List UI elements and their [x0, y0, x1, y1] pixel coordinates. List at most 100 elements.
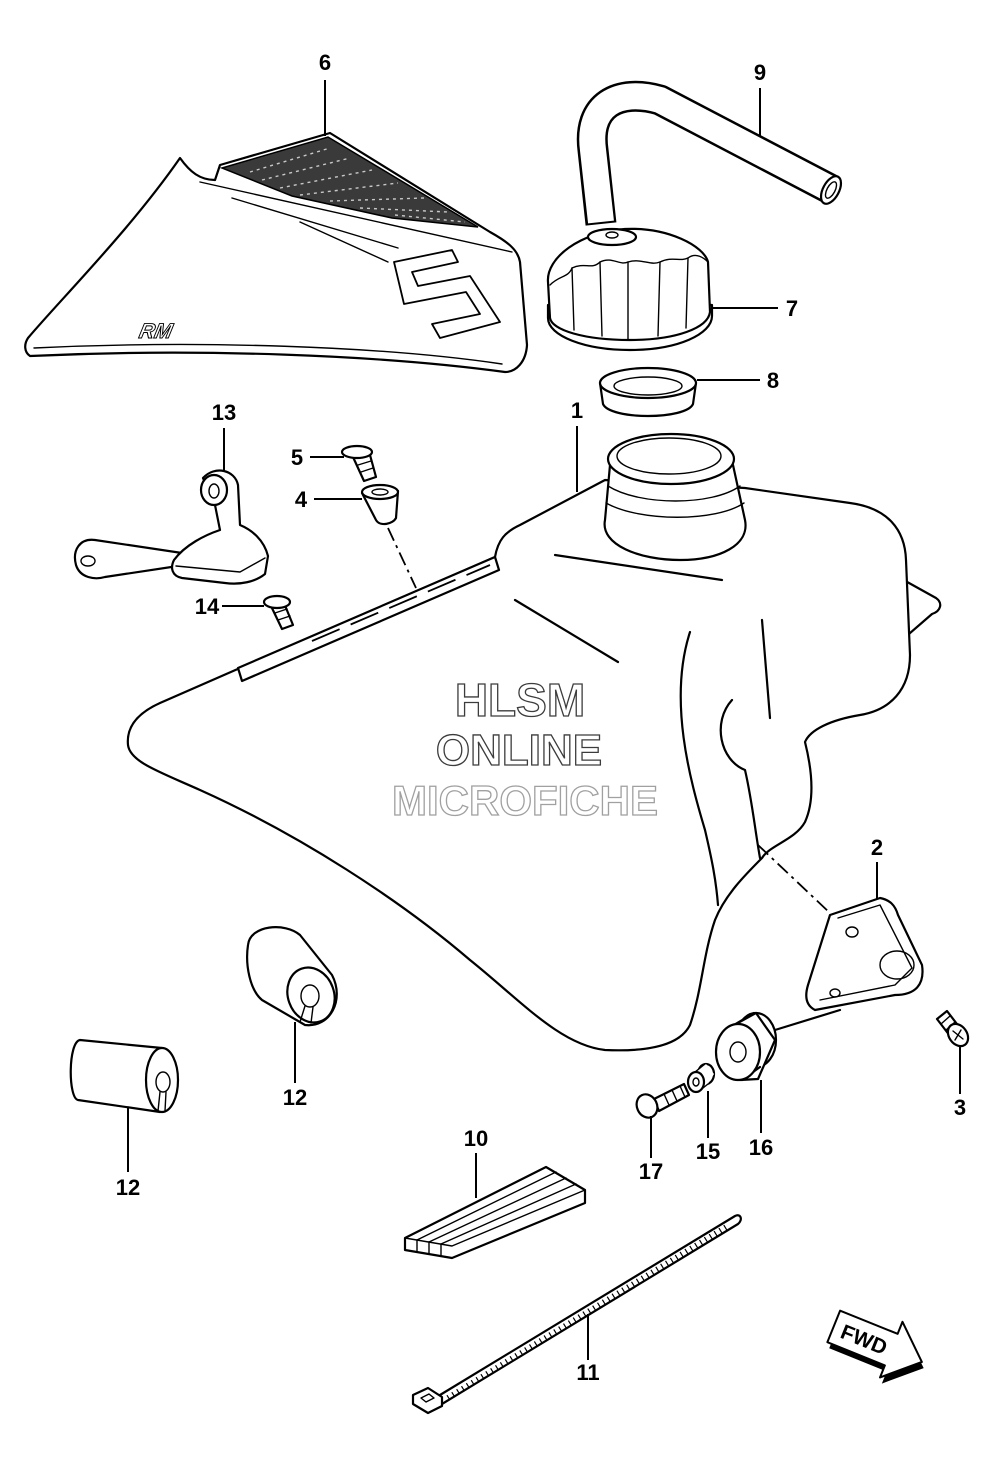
pad-grooves — [416, 1171, 577, 1245]
bolt-17-shank — [652, 1082, 691, 1113]
callout-12-lower: 12 — [116, 1175, 140, 1200]
decal-edge-line — [33, 343, 503, 365]
fwd-arrow: FWD — [826, 1309, 924, 1384]
callout-16: 16 — [749, 1135, 773, 1160]
gasket-top — [598, 366, 698, 400]
bolt-17-thread — [663, 1085, 686, 1106]
collar-15-front — [686, 1070, 706, 1094]
cable-tie — [411, 1214, 742, 1415]
damper-hole — [729, 1041, 747, 1063]
pad-top-edge — [404, 1189, 586, 1247]
decal-mesh-pattern — [219, 136, 479, 228]
cushion-upper-hole — [300, 984, 320, 1008]
cushion-lower-face — [144, 1046, 180, 1114]
cable-tie-teeth — [446, 1223, 730, 1401]
fwd-arrow-shape — [826, 1309, 923, 1379]
tank-creases — [513, 553, 772, 720]
filler-neck-ribs — [605, 485, 745, 518]
tank-decal: RM — [24, 131, 529, 374]
stay-ear-hole — [208, 483, 220, 499]
callout-3: 3 — [954, 1095, 966, 1120]
callout-4: 4 — [295, 487, 308, 512]
collar-4 — [360, 483, 417, 589]
callout-6: 6 — [319, 50, 331, 75]
bracket-hole-upper — [845, 926, 859, 938]
callout-10: 10 — [464, 1126, 488, 1151]
bolt-5-head — [340, 444, 374, 460]
stay-plate — [171, 469, 270, 585]
callout-labels: 6 9 7 8 1 13 5 4 14 2 3 12 12 10 17 15 1… — [116, 50, 966, 1385]
fuel-cap — [546, 227, 714, 352]
cap-center-boss — [586, 227, 638, 247]
stay-plate-fold — [175, 557, 266, 573]
callout-2: 2 — [871, 835, 883, 860]
cap-gasket — [598, 366, 698, 418]
callout-11: 11 — [576, 1360, 599, 1385]
callout-12-upper: 12 — [283, 1085, 307, 1110]
cushion-upper — [246, 926, 338, 1027]
watermark-line-3: MICROFICHE — [392, 777, 658, 824]
bracket-hole-large — [879, 950, 915, 980]
hose-end-hole — [824, 181, 838, 199]
tank-bracket — [757, 844, 924, 1012]
cap-center-dot — [605, 231, 619, 239]
screw-3-cross — [952, 1029, 964, 1041]
bolt-5 — [340, 444, 378, 483]
collar-4-hole — [371, 488, 389, 496]
collar-4-top — [360, 483, 400, 501]
damper-front — [714, 1022, 762, 1082]
callout-9: 9 — [754, 60, 766, 85]
filler-neck-rim — [606, 432, 736, 486]
collar-15 — [686, 1062, 716, 1094]
watermark-line-2: ONLINE — [436, 726, 602, 775]
callout-7: 7 — [786, 296, 798, 321]
bracket-centerline — [757, 844, 831, 914]
tank-flange-rib — [311, 564, 491, 642]
pad-front-notches — [416, 1239, 442, 1257]
cushion-upper-face — [286, 966, 336, 1024]
bracket-edge — [819, 904, 913, 1001]
screw-3 — [935, 1009, 970, 1048]
collar-4-centerline — [387, 527, 417, 589]
filler-neck-opening — [616, 437, 722, 475]
stay-arm — [73, 538, 184, 580]
decal-logo: RM — [137, 320, 176, 343]
tank-lobe-contour — [719, 698, 762, 860]
decal-stripe-lines — [199, 181, 513, 263]
callout-15: 15 — [696, 1139, 720, 1164]
cable-tie-head-slot — [420, 1393, 435, 1403]
gasket-hole — [613, 376, 683, 396]
bolt-5-thread — [357, 460, 374, 473]
fuel-tank — [126, 432, 942, 1052]
breather-hose — [576, 80, 843, 226]
callout-1: 1 — [571, 398, 583, 423]
callout-5: 5 — [291, 445, 303, 470]
tank-side-tab — [898, 576, 942, 642]
bracket-hole-lower — [829, 988, 841, 998]
leader-lines — [127, 80, 961, 1360]
cap-ribs — [571, 257, 689, 340]
tank-filler-neck — [603, 463, 747, 562]
bracket-plate — [805, 896, 924, 1012]
collar-4-body — [360, 489, 400, 526]
watermark-line-1: HLSM — [455, 674, 585, 726]
collar-15-hole — [692, 1077, 700, 1087]
callout-13: 13 — [212, 400, 236, 425]
screw-14-thread — [274, 608, 291, 621]
stay-arm-hole — [80, 555, 96, 567]
hose-inner — [579, 83, 839, 224]
screw-14-head — [262, 594, 292, 610]
damper-16 — [714, 1008, 842, 1082]
tank-front-contour — [679, 630, 720, 907]
cable-tie-strap — [438, 1214, 742, 1406]
cap-grip-wave — [549, 254, 709, 286]
tank-mount-flange — [236, 555, 501, 683]
watermark: HLSM ONLINE MICROFICHE — [391, 673, 658, 824]
screw-14 — [262, 594, 295, 631]
tank-outline — [126, 478, 912, 1052]
grooved-pad — [403, 1165, 587, 1260]
tank-stay — [73, 469, 270, 585]
stay-ear — [199, 473, 229, 507]
cushion-lower-hole — [155, 1071, 171, 1093]
